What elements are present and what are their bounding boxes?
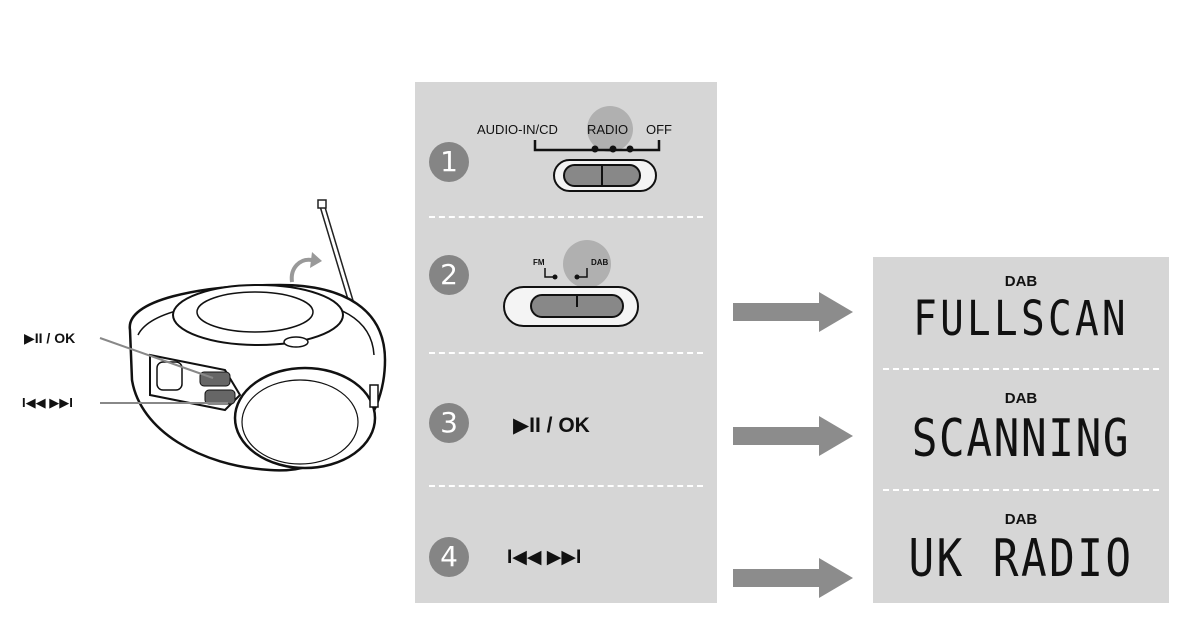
switch-label-dab: DAB	[591, 258, 609, 267]
display-2-text: SCANNING	[911, 409, 1131, 469]
step-divider	[429, 352, 703, 354]
antenna	[317, 199, 355, 306]
switch-label-off: OFF	[646, 122, 672, 137]
step-3-number: 3	[429, 403, 469, 443]
display-divider	[883, 368, 1159, 370]
display-panel: DAB FULLSCAN DAB SCANNING DAB UK RADIO	[873, 257, 1169, 603]
display-1-text: FULLSCAN	[913, 291, 1129, 347]
display-2-mode: DAB	[1004, 390, 1038, 407]
play-ok-device-label: ▶II / OK	[24, 330, 76, 346]
display-3-text: UK RADIO	[908, 529, 1134, 589]
switch-label-radio: RADIO	[587, 122, 629, 137]
source-selector-switch[interactable]	[525, 138, 675, 194]
skip-device-label: I◀◀ ▶▶I	[22, 395, 73, 410]
display-3-mode: DAB	[1004, 511, 1038, 528]
switch-label-audio-in-cd: AUDIO-IN/CD	[477, 122, 558, 137]
step-4-number: 4	[429, 537, 469, 577]
boombox-illustration	[99, 199, 387, 472]
play-ok-button-label: ▶II / OK	[513, 414, 590, 437]
play-ok-leader	[99, 337, 214, 379]
switch-label-fm: FM	[533, 258, 545, 267]
arrow-step3-to-display	[733, 416, 853, 456]
step-1-number: 1	[429, 142, 469, 182]
arrow-step2-to-display	[733, 292, 853, 332]
radio-highlight	[587, 106, 633, 152]
rotate-arrow-icon	[289, 257, 313, 283]
arrow-step4-to-display	[733, 558, 853, 598]
skip-buttons-label: I◀◀ ▶▶I	[507, 547, 582, 568]
step-divider	[429, 485, 703, 487]
steps-panel: 1 AUDIO-IN/CD RADIO OFF 2 FM DAB	[415, 82, 717, 603]
display-1-mode: DAB	[1004, 273, 1038, 290]
band-selector-switch[interactable]	[501, 267, 641, 329]
boombox-body	[128, 283, 387, 472]
step-2-number: 2	[429, 255, 469, 295]
step-divider	[429, 216, 703, 218]
dab-highlight	[563, 240, 611, 288]
display-divider	[883, 489, 1159, 491]
